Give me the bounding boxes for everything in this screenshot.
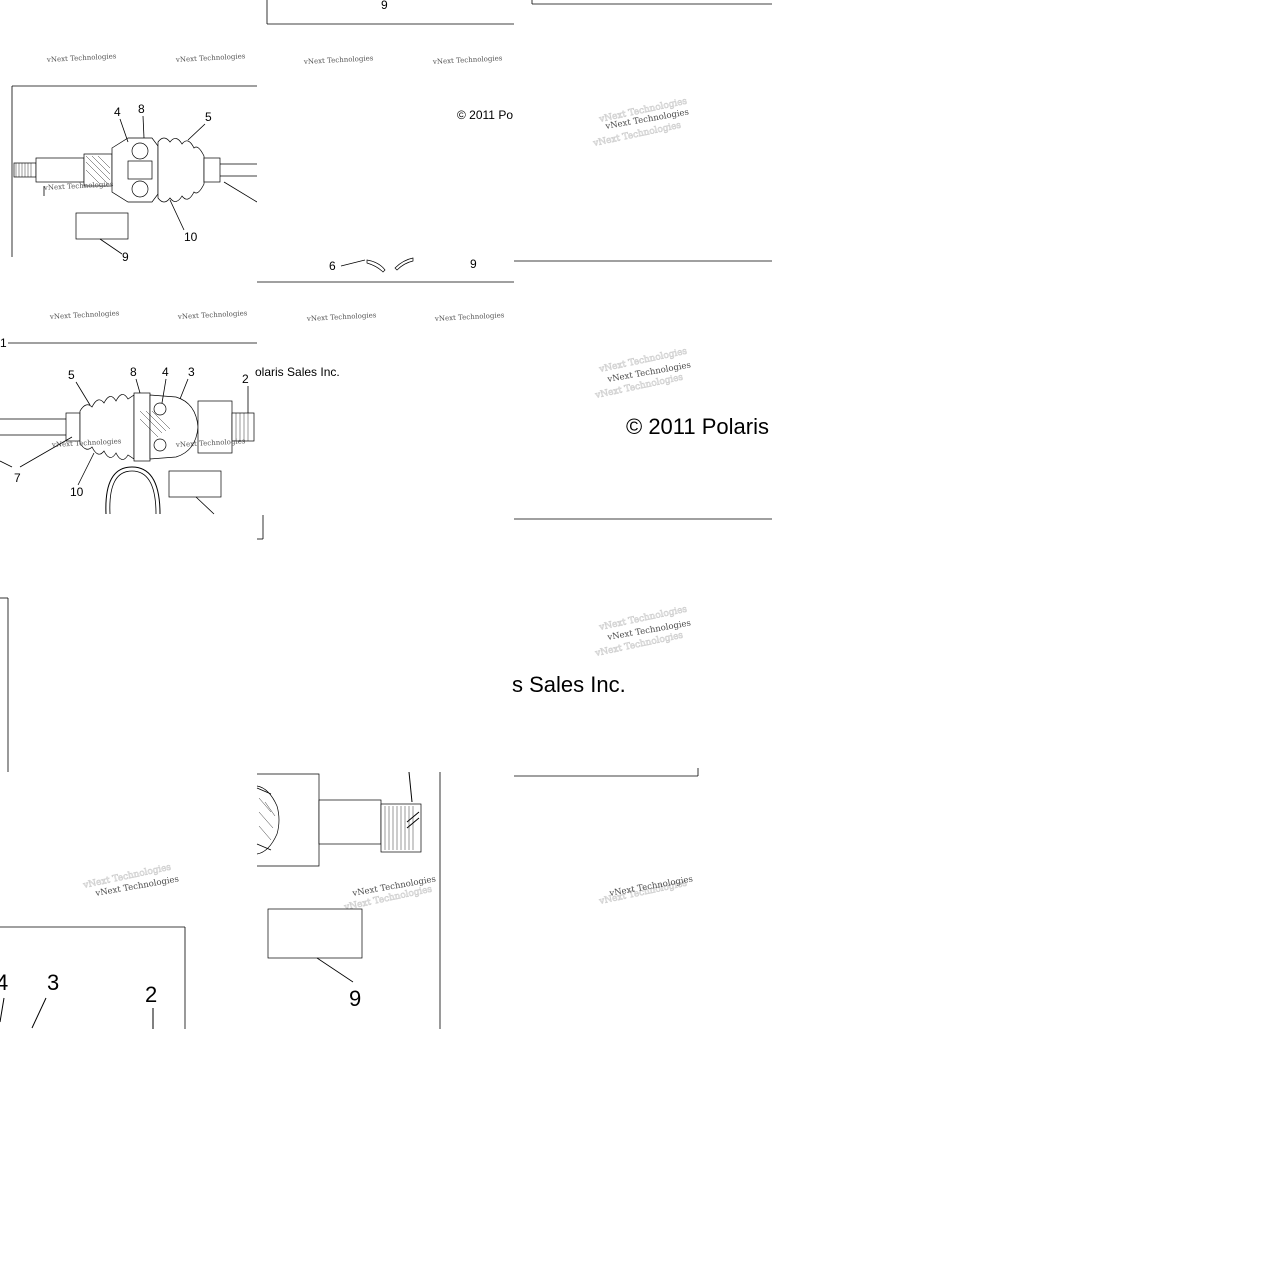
callout-8: 8 — [130, 365, 137, 379]
watermark-text: vNext Technologies — [432, 54, 503, 66]
diagram-tile-copyright-large: vNext Technologies vNext Technologies vN… — [514, 262, 772, 520]
callout-8: 8 — [138, 102, 145, 116]
callout-3: 3 — [188, 365, 195, 379]
diagram-tile-copyright-top: vNext Technologies vNext Technologies © … — [257, 30, 514, 283]
copyright-fragment: olaris Sales Inc. — [255, 365, 340, 379]
callout-9: 9 — [122, 250, 129, 264]
copyright-large-tail: s Sales Inc. — [512, 672, 626, 697]
watermark-text: vNext Technologies — [46, 52, 117, 64]
copyright-large: © 2011 Polaris — [626, 414, 769, 439]
diagram-tile-copyright-tail: vNext Technologies vNext Technologies vN… — [512, 520, 772, 778]
callout-3: 3 — [47, 970, 59, 995]
callout-9: 9 — [470, 257, 477, 271]
diagram-tile-watermark-r4: vNext Technologies vNext Technologies — [514, 778, 772, 1029]
callout-7: 7 — [14, 471, 21, 485]
callout-9: 9 — [381, 0, 388, 12]
callout-5: 5 — [68, 368, 75, 382]
watermark-text: vNext Technologies — [175, 437, 246, 449]
callout-4: 4 — [114, 105, 121, 119]
callout-10: 10 — [70, 485, 84, 499]
watermark-text: vNext Technologies — [177, 309, 248, 321]
diagram-tile-zoom-callouts: vNext Technologies vNext Technologies 4 … — [0, 772, 257, 1029]
copyright-fragment: © 2011 Po — [457, 108, 513, 122]
watermark-text: vNext Technologies — [49, 309, 120, 321]
diagram-tile-copyright-mid: vNext Technologies vNext Technologies ol… — [255, 283, 514, 543]
diagram-tile-axle-inner: vNext Technologies vNext Technologies 1 — [0, 283, 257, 515]
callout-2: 2 — [145, 982, 157, 1007]
diagram-tile-frame-left — [0, 597, 12, 772]
callout-2: 2 — [242, 372, 249, 386]
callout-5: 5 — [205, 110, 212, 124]
watermark-text: vNext Technologies — [434, 311, 505, 323]
callout-9: 9 — [349, 986, 361, 1011]
callout-1: 1 — [0, 336, 7, 350]
callout-4: 4 — [0, 970, 8, 995]
callout-10: 10 — [184, 230, 198, 244]
diagram-tile-axle-outer: vNext Technologies vNext Technologies — [0, 30, 258, 264]
watermark-text: vNext Technologies — [303, 54, 374, 66]
diagram-tile-top-strip: 9 — [257, 0, 514, 30]
watermark-text: vNext Technologies — [306, 311, 377, 323]
watermark-text: vNext Technologies — [51, 437, 122, 449]
callout-6: 6 — [329, 259, 336, 273]
diagram-tile-top-right-strip — [514, 0, 772, 10]
diagram-tile-zoom-shaft: vNext Technologies vNext Technologies 9 — [256, 771, 442, 1029]
watermark-text: vNext Technologies — [175, 52, 246, 64]
diagram-tile-watermark-r1: vNext Technologies vNext Technologies vN… — [514, 30, 772, 262]
watermark-text: vNext Technologies — [43, 180, 114, 192]
callout-4: 4 — [162, 365, 169, 379]
